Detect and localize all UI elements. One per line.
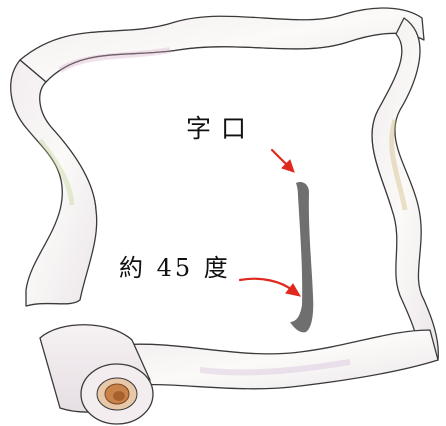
scroll-ribbon — [10, 7, 439, 390]
ribbon-edge-lines — [45, 41, 393, 211]
label-stroke-mouth: 字口 — [186, 114, 257, 143]
label-angle: 約 45 度 — [119, 254, 231, 282]
ribbon-color-wash — [37, 47, 408, 376]
red-arrow-top — [270, 148, 295, 173]
red-arrow-bottom — [238, 277, 302, 297]
paper-roll — [39, 324, 154, 425]
calligraphy-stroke — [290, 182, 314, 333]
